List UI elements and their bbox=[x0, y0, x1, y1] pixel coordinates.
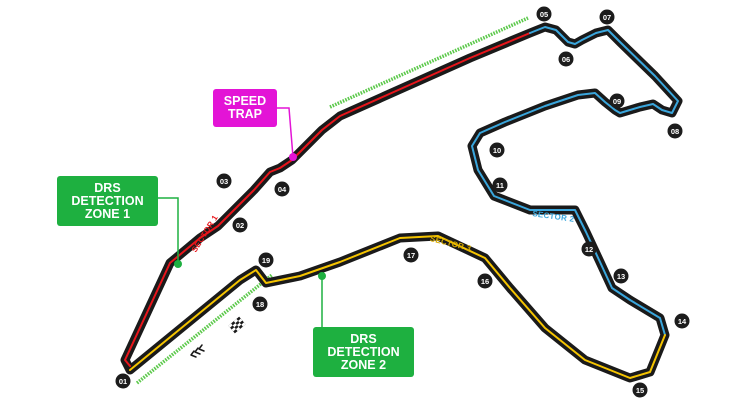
sector3-label: SECTOR 3 bbox=[429, 234, 472, 253]
speed-trap-line-2: TRAP bbox=[227, 107, 262, 121]
corner-number: 01 bbox=[119, 377, 127, 386]
sector-lines bbox=[124, 26, 679, 379]
corner-badge-06: 06 bbox=[558, 51, 574, 67]
corner-badge-11: 11 bbox=[492, 177, 508, 193]
sector2-line bbox=[471, 26, 679, 336]
sector3-line bbox=[129, 235, 666, 379]
corner-number: 19 bbox=[262, 256, 270, 265]
corner-badge-19: 19 bbox=[258, 252, 274, 268]
sector1-line bbox=[124, 32, 531, 367]
speed-trap-leader bbox=[277, 107, 294, 158]
speed-trap-callout: SPEED TRAP bbox=[213, 89, 277, 127]
drs-detection-zone-2-callout: DRS DETECTION ZONE 2 bbox=[313, 327, 414, 377]
drs2-line-2: DETECTION bbox=[327, 344, 400, 359]
checkered-flag-icon bbox=[228, 316, 246, 334]
corner-badge-09: 09 bbox=[609, 93, 625, 109]
corner-number: 10 bbox=[493, 146, 501, 155]
corner-badge-circle bbox=[558, 51, 574, 67]
speed-trap-line-1: SPEED bbox=[223, 94, 267, 108]
corner-number: 11 bbox=[496, 181, 504, 190]
drs1-line-1: DRS bbox=[94, 180, 121, 195]
corner-badge-17: 17 bbox=[403, 247, 419, 263]
corner-badge-circle bbox=[581, 241, 597, 257]
corner-badge-circle bbox=[674, 313, 690, 329]
corner-number: 09 bbox=[613, 97, 621, 106]
corner-badge-08: 08 bbox=[667, 123, 683, 139]
corner-number: 03 bbox=[220, 177, 228, 186]
corner-number: 18 bbox=[256, 300, 264, 309]
drs1-leader bbox=[158, 197, 179, 264]
corner-badge-circle bbox=[216, 173, 232, 189]
corner-badge-04: 04 bbox=[274, 181, 290, 197]
corner-number: 04 bbox=[278, 185, 287, 194]
corner-number: 05 bbox=[540, 10, 548, 19]
corner-badge-circle bbox=[232, 217, 248, 233]
corner-badge-circle bbox=[403, 247, 419, 263]
sector1-label: SECTOR 1 bbox=[190, 213, 220, 254]
drs1-marker bbox=[174, 260, 182, 268]
corner-badge-circle bbox=[613, 268, 629, 284]
corner-badge-circle bbox=[492, 177, 508, 193]
corner-number: 08 bbox=[671, 127, 679, 136]
corner-number: 17 bbox=[407, 251, 415, 260]
callout-leaders bbox=[158, 107, 326, 327]
corner-badge-12: 12 bbox=[581, 241, 597, 257]
corner-badge-15: 15 bbox=[632, 382, 648, 398]
track-outline bbox=[120, 22, 683, 383]
drs1-line-3: ZONE 1 bbox=[84, 206, 131, 221]
corner-badge-18: 18 bbox=[252, 296, 268, 312]
corner-badge-03: 03 bbox=[216, 173, 232, 189]
corner-badges: 01 02 03 04 05 06 07 08 09 10 11 12 13 14 15 16 17 18 19 bbox=[115, 6, 690, 398]
corner-badge-circle bbox=[477, 273, 493, 289]
drs2-marker bbox=[318, 272, 326, 280]
corner-badge-circle bbox=[274, 181, 290, 197]
speed-trap-marker bbox=[289, 153, 297, 161]
corner-badge-02: 02 bbox=[232, 217, 248, 233]
drs-zone-kemmel-straight bbox=[329, 16, 529, 109]
corner-number: 13 bbox=[617, 272, 625, 281]
corner-badge-circle bbox=[667, 123, 683, 139]
corner-badge-circle bbox=[609, 93, 625, 109]
corner-badge-10: 10 bbox=[489, 142, 505, 158]
corner-number: 07 bbox=[603, 13, 611, 22]
corner-number: 06 bbox=[562, 55, 570, 64]
drs-detection-zone-1-callout: DRS DETECTION ZONE 1 bbox=[57, 176, 158, 226]
corner-badge-07: 07 bbox=[599, 9, 615, 25]
corner-number: 02 bbox=[236, 221, 244, 230]
drs2-line-3: ZONE 2 bbox=[340, 357, 387, 372]
drs-zones bbox=[135, 16, 529, 385]
corner-badge-14: 14 bbox=[674, 313, 690, 329]
corner-badge-circle bbox=[632, 382, 648, 398]
corner-badge-circle bbox=[489, 142, 505, 158]
corner-badge-circle bbox=[115, 373, 131, 389]
corner-badge-circle bbox=[252, 296, 268, 312]
corner-badge-01: 01 bbox=[115, 373, 131, 389]
corner-badge-circle bbox=[536, 6, 552, 22]
corner-number: 12 bbox=[585, 245, 593, 254]
corner-number: 16 bbox=[481, 277, 489, 286]
corner-badge-05: 05 bbox=[536, 6, 552, 22]
corner-number: 14 bbox=[678, 317, 687, 326]
drs2-line-1: DRS bbox=[350, 331, 377, 346]
drs1-line-2: DETECTION bbox=[71, 193, 144, 208]
corner-number: 15 bbox=[636, 386, 644, 395]
corner-badge-13: 13 bbox=[613, 268, 629, 284]
drs-zone-main-straight bbox=[135, 273, 274, 385]
direction-chevrons-icon bbox=[190, 344, 205, 358]
corner-badge-circle bbox=[599, 9, 615, 25]
corner-badge-circle bbox=[258, 252, 274, 268]
corner-badge-16: 16 bbox=[477, 273, 493, 289]
